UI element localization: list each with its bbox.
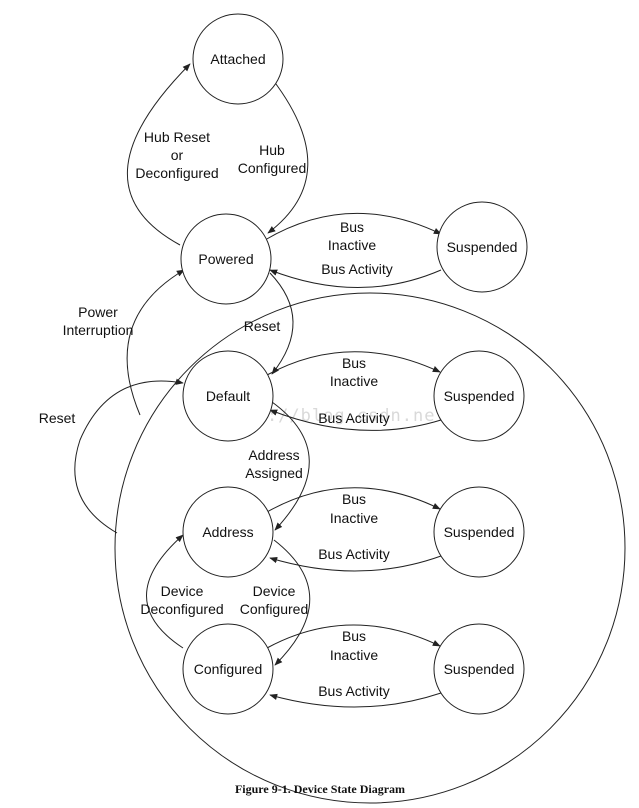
label-address-bus-inactive-line2: Inactive [330, 510, 378, 526]
state-powered-label: Powered [198, 251, 253, 267]
label-device-configured-line1: Device [253, 583, 296, 599]
arc-configured-bus-activity [269, 692, 442, 708]
label-default-bus-activity: Bus Activity [318, 410, 390, 426]
arc-power-interruption [126, 269, 185, 416]
state-address-label: Address [202, 524, 253, 540]
label-hub-configured-line1: Hub [259, 142, 285, 158]
state-suspended-address-label: Suspended [444, 524, 515, 540]
arc-default-bus-inactive [266, 351, 441, 376]
label-address-bus-inactive-line1: Bus [342, 491, 366, 507]
arc-reset-outer [74, 378, 184, 534]
arc-configured-bus-inactive [266, 624, 441, 649]
arc-powered-bus-inactive [264, 213, 442, 241]
label-address-assigned-line2: Assigned [245, 465, 303, 481]
arc-device-configured [273, 539, 311, 666]
state-suspended-address-circle [433, 486, 525, 578]
arc-hub-reset [126, 63, 191, 246]
state-suspended-configured-circle [433, 623, 525, 715]
state-default-circle [182, 350, 274, 442]
label-powered-bus-activity: Bus Activity [321, 261, 393, 277]
powered-region-circle [114, 292, 626, 804]
label-device-deconfigured-line1: Device [161, 583, 204, 599]
arc-address-assigned [271, 401, 310, 531]
label-address-assigned-line1: Address [248, 447, 299, 463]
arc-powered-bus-activity [269, 269, 442, 288]
label-configured-bus-inactive-line2: Inactive [330, 647, 378, 663]
label-hub-reset-line2: or [171, 147, 184, 163]
label-configured-bus-activity: Bus Activity [318, 683, 390, 699]
state-default-label: Default [206, 388, 250, 404]
state-attached-label: Attached [210, 51, 265, 67]
label-power-interruption-line2: Interruption [63, 322, 134, 338]
state-powered-circle [180, 213, 272, 305]
state-configured-label: Configured [194, 661, 263, 677]
arc-hub-configured [267, 79, 309, 234]
label-default-bus-inactive-line2: Inactive [330, 373, 378, 389]
state-suspended-default-circle [433, 350, 525, 442]
label-hub-reset-line3: Deconfigured [135, 165, 218, 181]
label-power-interruption-line1: Power [78, 304, 118, 320]
label-default-bus-inactive-line1: Bus [342, 355, 366, 371]
watermark-text: http://blog.csdn.net/ [222, 406, 458, 426]
state-suspended-powered-label: Suspended [447, 239, 518, 255]
state-suspended-default-label: Suspended [444, 388, 515, 404]
label-address-bus-activity: Bus Activity [318, 546, 390, 562]
state-configured-circle [182, 623, 274, 715]
state-attached-circle [192, 13, 284, 105]
label-reset-powered-default: Reset [244, 318, 281, 334]
figure-caption: Figure 9-1. Device State Diagram [235, 782, 405, 796]
arc-address-bus-inactive [266, 487, 441, 513]
state-suspended-powered-circle [436, 201, 528, 293]
label-configured-bus-inactive-line1: Bus [342, 628, 366, 644]
state-address-circle [182, 486, 274, 578]
label-powered-bus-inactive-line1: Bus [340, 219, 364, 235]
arc-device-deconfigured [146, 534, 184, 649]
arc-default-bus-activity [269, 409, 442, 431]
label-device-configured-line2: Configured [240, 601, 309, 617]
arc-reset-powered-default [269, 272, 294, 375]
label-reset-outer: Reset [39, 410, 76, 426]
arc-address-bus-activity [269, 555, 442, 572]
state-suspended-configured-label: Suspended [444, 661, 515, 677]
label-hub-configured-line2: Configured [238, 160, 307, 176]
label-hub-reset-line1: Hub Reset [144, 129, 210, 145]
label-device-deconfigured-line2: Deconfigured [140, 601, 223, 617]
label-powered-bus-inactive-line2: Inactive [328, 237, 376, 253]
